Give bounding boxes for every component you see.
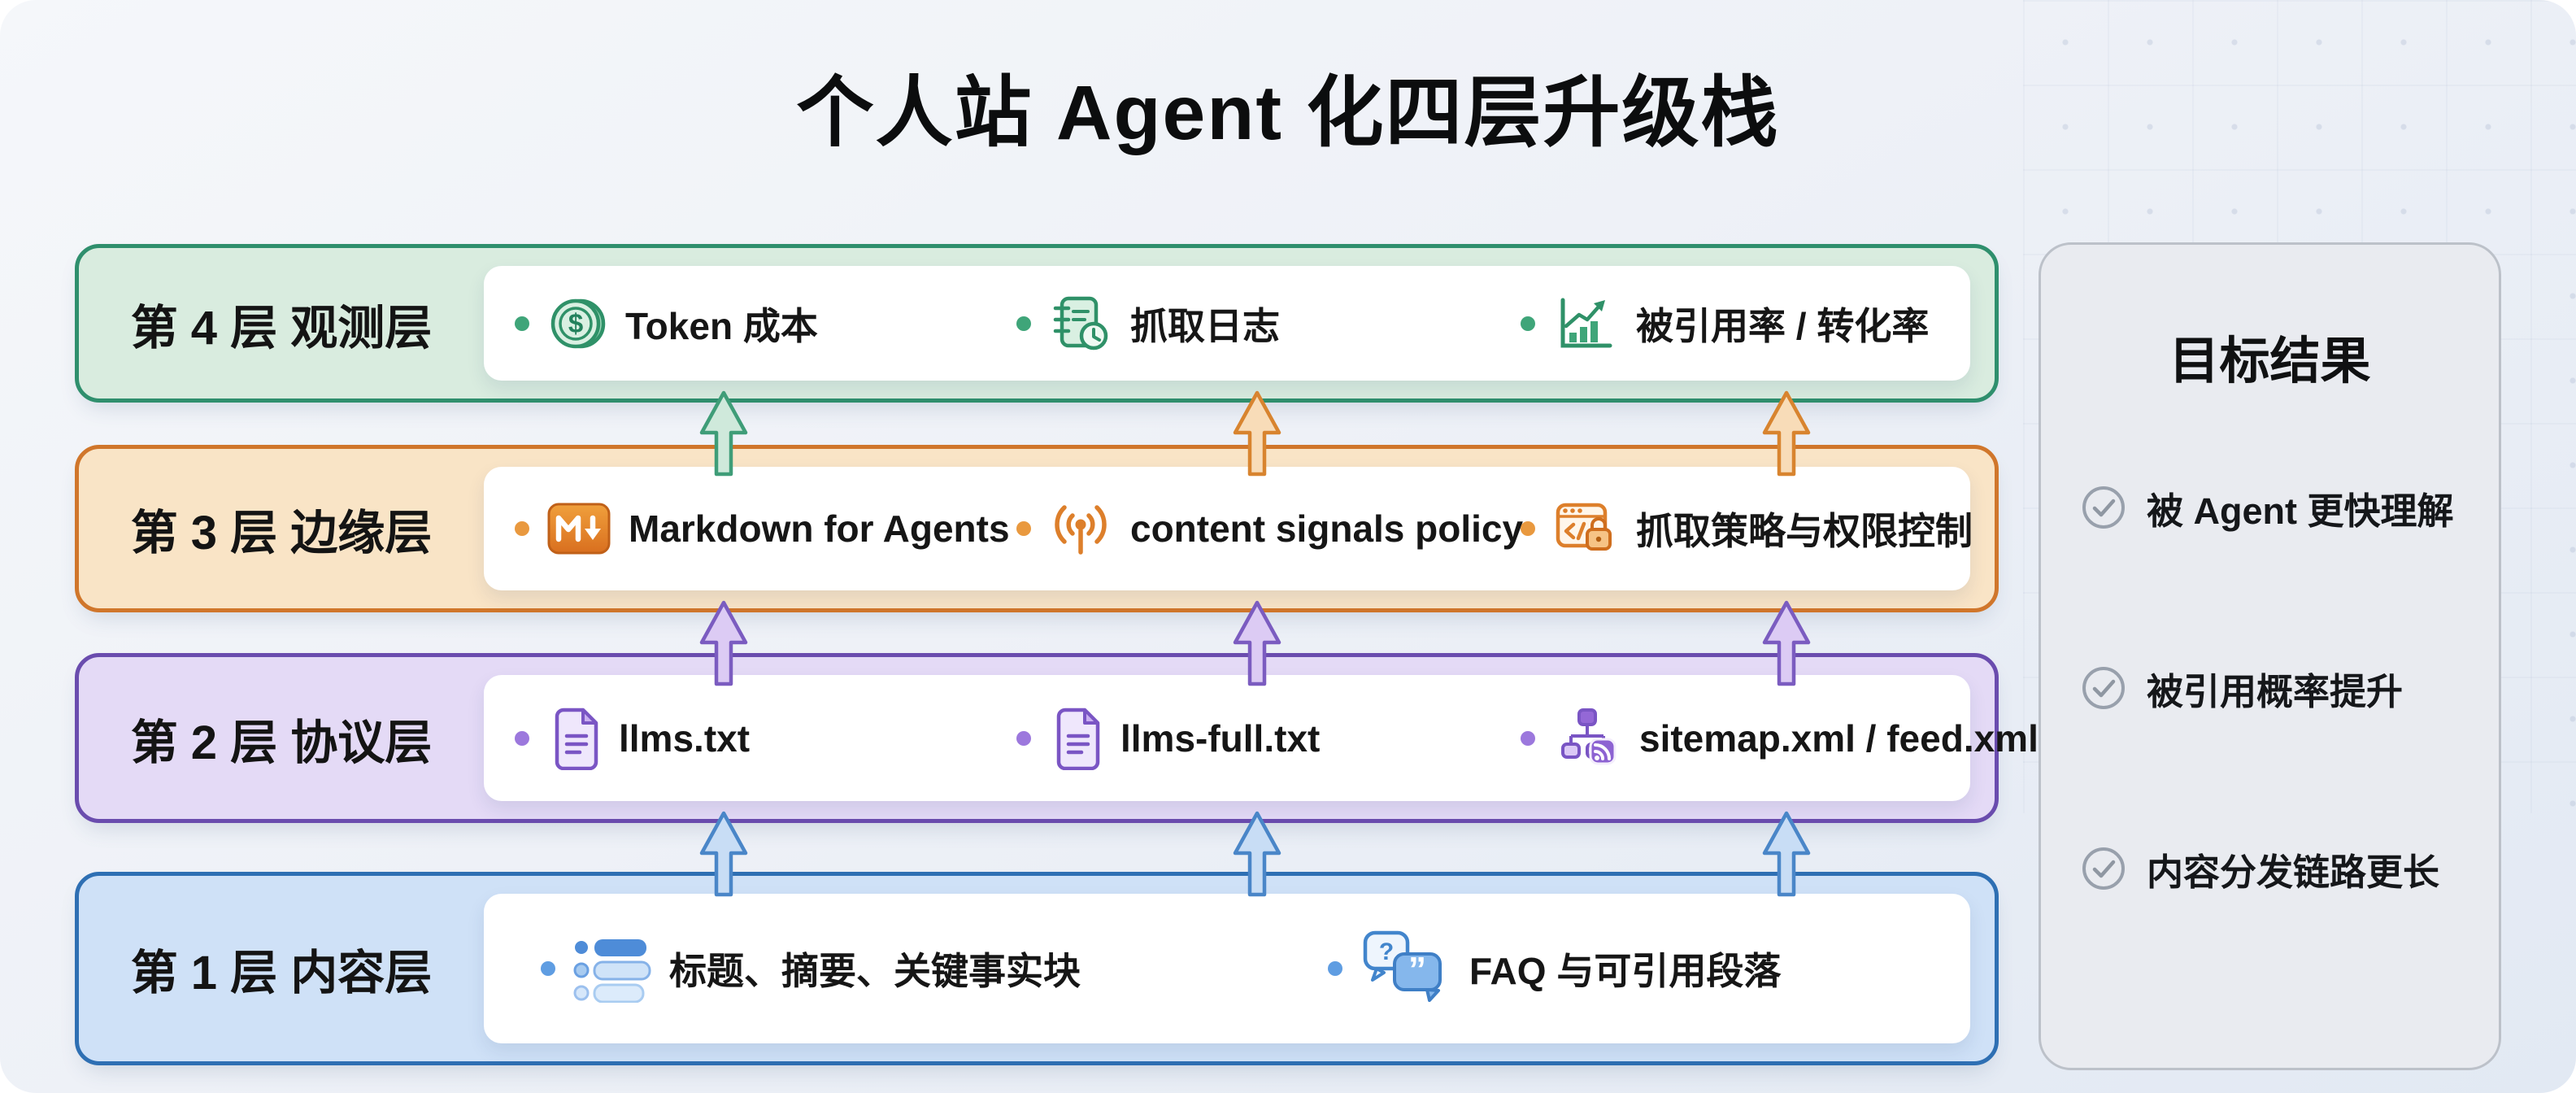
bullet-dot-icon	[1328, 961, 1342, 976]
stack-item-llms-txt: llms.txt	[515, 675, 750, 801]
check-circle-icon	[2082, 847, 2125, 890]
up-arrow	[698, 811, 750, 897]
svg-text:”: ”	[1408, 950, 1426, 990]
layer-3-card: Markdown for Agents content signals poli…	[484, 467, 1973, 590]
up-arrow	[1760, 811, 1812, 897]
layer-stack: 第 4 层 观测层 $ Token 成本	[75, 244, 2039, 1065]
bullet-dot-icon	[1016, 730, 1031, 746]
code-window-lock-icon	[1556, 503, 1612, 551]
svg-text:?: ?	[1379, 938, 1394, 965]
stack-item-crawl-policy: 抓取策略与权限控制	[1521, 467, 1973, 590]
layer-3-edge-row: 第 3 层 边缘层 Markdo	[75, 445, 1999, 612]
page-title: 个人站 Agent 化四层升级栈	[796, 70, 1780, 156]
stack-item-content-signals: content signals policy	[1016, 467, 1523, 590]
bullet-dot-icon	[1521, 521, 1535, 536]
bullet-dot-icon	[515, 316, 529, 331]
stack-item-crawl-log: 抓取日志	[1016, 266, 1280, 381]
list-icon	[573, 939, 651, 1003]
document-icon	[555, 708, 598, 770]
stack-item-token-cost: $ Token 成本	[515, 266, 818, 381]
goal-item-faster-understanding: 被 Agent 更快理解	[2080, 463, 2454, 552]
stack-item-citation-rate: 被引用率 / 转化率	[1521, 266, 1929, 381]
layer-4-label: 第 4 层 观测层	[130, 301, 433, 355]
up-arrow	[1231, 600, 1283, 686]
goal-panel-title: 目标结果	[2169, 333, 2371, 390]
bullet-dot-icon	[541, 961, 555, 976]
goal-item-citation-probability: 被引用概率提升	[2080, 643, 2403, 733]
bullet-dot-icon	[1016, 316, 1031, 331]
stack-item-faq-quotable: ? ” FAQ 与可引用段落	[1328, 894, 1781, 1043]
layer-4-observation-row: 第 4 层 观测层 $ Token 成本	[75, 244, 1999, 403]
goal-item-distribution-chain: 内容分发链路更长	[2080, 824, 2439, 913]
bullet-dot-icon	[515, 730, 529, 746]
up-arrow	[1760, 600, 1812, 686]
svg-text:$: $	[568, 308, 583, 338]
stack-item-llms-full-txt: llms-full.txt	[1016, 675, 1320, 801]
check-circle-icon	[2082, 667, 2125, 709]
stack-item-markdown-for-agents: Markdown for Agents	[515, 467, 1010, 590]
dollar-coin-icon: $	[550, 298, 606, 348]
bullet-dot-icon	[1016, 521, 1031, 536]
faq-bubbles-icon: ? ”	[1363, 930, 1442, 1002]
up-arrow	[1760, 390, 1812, 477]
layer-2-protocol-row: 第 2 层 协议层 llms.txt	[75, 653, 2039, 823]
layer-1-label: 第 1 层 内容层	[130, 947, 433, 999]
layer-2-label: 第 2 层 协议层	[130, 716, 433, 769]
broadcast-signal-icon	[1055, 505, 1107, 555]
document-icon	[1056, 708, 1100, 770]
sitemap-rss-icon	[1561, 708, 1617, 764]
layer-4-card: $ Token 成本 抓取日	[484, 266, 1970, 381]
layer-3-label: 第 3 层 边缘层	[130, 507, 433, 560]
stack-item-title-summary-facts: 标题、摘要、关键事实块	[541, 894, 1081, 1043]
growth-chart-icon	[1560, 298, 1612, 347]
layer-1-card: 标题、摘要、关键事实块 ? ” FAQ 与可引用段落	[484, 894, 1970, 1043]
up-arrow	[1231, 390, 1283, 477]
up-arrow	[1231, 811, 1283, 897]
check-circle-icon	[2082, 486, 2125, 529]
stack-item-sitemap-feed: sitemap.xml / feed.xml	[1521, 675, 2039, 801]
up-arrow	[698, 600, 750, 686]
bullet-dot-icon	[515, 521, 529, 536]
bullet-dot-icon	[1521, 730, 1535, 746]
up-arrow	[698, 390, 750, 477]
crawl-log-icon	[1053, 296, 1108, 350]
layer-1-content-row: 第 1 层 内容层 标题、摘要、关键事实块	[75, 872, 1999, 1065]
layer-2-card: llms.txt llms-full.txt	[484, 675, 2039, 801]
goal-results-panel: 目标结果 被 Agent 更快理解 被引用概率提升 内容分发链路更长	[2039, 242, 2501, 1070]
markdown-icon	[547, 503, 611, 555]
bullet-dot-icon	[1521, 316, 1535, 331]
